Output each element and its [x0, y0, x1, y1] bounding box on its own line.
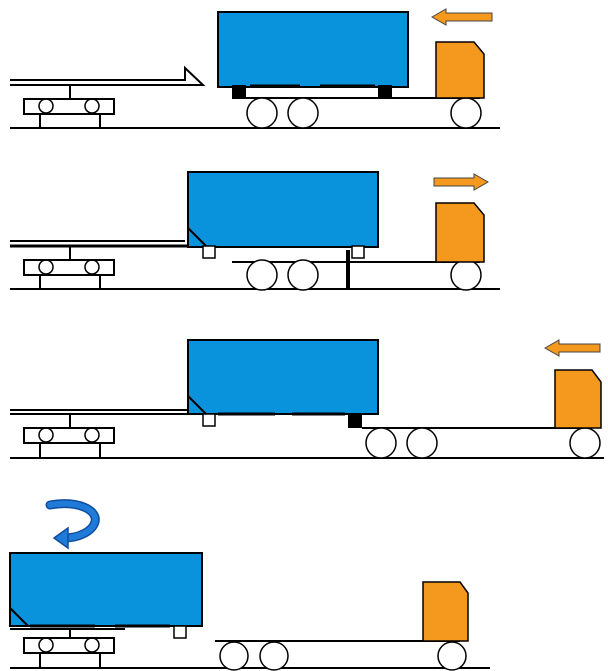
truck-wheel: [406, 427, 438, 459]
truck-wheel: [450, 97, 482, 129]
container-box: [187, 339, 379, 415]
container-foot: [202, 413, 216, 427]
trailer-bogie: [10, 628, 125, 668]
trailer-deck: [10, 65, 206, 86]
truck-wheel: [365, 427, 397, 459]
arrow-left-icon: [430, 8, 493, 26]
container-box: [9, 552, 203, 627]
truck-wheel: [450, 259, 482, 291]
truck-wheel: [437, 641, 467, 671]
truck-wheel: [246, 259, 278, 291]
container-foot: [173, 625, 187, 639]
rotate-arrow-icon: [45, 499, 100, 550]
container-foot: [351, 245, 365, 259]
truck-wheel: [569, 427, 601, 459]
trailer-bogie: [23, 414, 115, 458]
step-1: [10, 8, 500, 129]
truck-wheel: [259, 641, 289, 671]
arrow-right-icon: [433, 173, 490, 191]
step-2: [10, 171, 500, 291]
step-3: [10, 339, 604, 459]
truck-cab: [554, 369, 602, 429]
container-foot: [378, 85, 392, 99]
truck-wheel: [219, 641, 249, 671]
truck-cab: [435, 202, 485, 263]
trailer-bogie: [23, 246, 115, 289]
arrow-left-icon: [543, 339, 601, 357]
container-foot: [232, 85, 246, 99]
container-foot: [202, 245, 216, 259]
container-box: [217, 11, 409, 88]
truck-wheel: [246, 97, 278, 129]
container-box: [187, 171, 379, 248]
step-4: [9, 499, 490, 671]
truck-cab: [435, 41, 485, 99]
truck-wheel: [287, 259, 319, 291]
trailer-bogie: [23, 85, 115, 128]
truck-cab: [422, 581, 469, 642]
truck-wheel: [287, 97, 319, 129]
container-foot: [348, 414, 362, 428]
